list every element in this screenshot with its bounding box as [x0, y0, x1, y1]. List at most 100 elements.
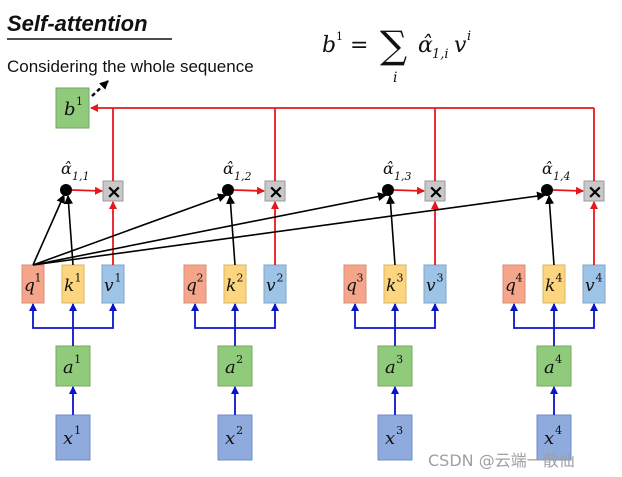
formula-lhs: b — [322, 33, 336, 58]
x-3-sup: 3 — [396, 424, 403, 437]
score-to-multiply-arrow-1 — [71, 186, 103, 195]
q-1-sup: 1 — [35, 272, 42, 285]
k-2-label: k — [226, 276, 236, 296]
a-1-label: a — [63, 357, 74, 378]
output-b1-box: b 1 — [55, 87, 90, 129]
k-3-label: k — [386, 276, 396, 296]
q-4-sup: 4 — [516, 272, 523, 285]
alpha-label-1: α̂ — [61, 159, 72, 178]
a-to-q-arrow-1 — [29, 303, 73, 329]
v-4-sup: 4 — [596, 272, 603, 285]
v-4-label: v — [585, 276, 595, 296]
x-2-label: x — [225, 428, 235, 449]
x-2-sup: 2 — [236, 424, 243, 437]
x-4-sup: 4 — [555, 424, 562, 437]
x-4-label: x — [544, 428, 554, 449]
v-2-sup: 2 — [277, 272, 284, 285]
k-to-score-arrow-4 — [545, 195, 555, 266]
a-to-v-arrow-1 — [73, 303, 117, 329]
x-box-2 — [217, 414, 253, 461]
output-label: b — [64, 99, 76, 120]
k-4-label: k — [545, 276, 555, 296]
x-1-sup: 1 — [74, 424, 81, 437]
q-2-label: q — [186, 276, 197, 296]
a-to-v-arrow-3 — [395, 303, 439, 329]
x-box-1 — [55, 414, 91, 461]
k-to-score-arrow-1 — [64, 195, 74, 266]
alpha-sub-4: 1,4 — [553, 170, 571, 183]
query-to-score-arrows — [32, 191, 546, 266]
v-1-sup: 1 — [115, 272, 122, 285]
context-dashed-arrow — [91, 80, 109, 97]
score-dot-2 — [222, 184, 234, 196]
a-3-label: a — [385, 357, 396, 378]
a-1-sup: 1 — [74, 353, 81, 366]
k-3-sup: 3 — [397, 272, 404, 285]
multiply-icon-4: × — [587, 181, 603, 203]
formula-v: v — [454, 33, 467, 58]
k-to-score-arrow-3 — [386, 195, 396, 266]
v-3-sup: 3 — [437, 272, 444, 285]
k-2-sup: 2 — [237, 272, 244, 285]
formula-equals: = — [350, 33, 368, 58]
alpha-label-4: α̂ — [542, 159, 553, 178]
v-2-label: v — [266, 276, 276, 296]
v-1-label: v — [104, 276, 114, 296]
a-to-q-arrow-4 — [510, 303, 554, 329]
formula-alpha-sub: 1,i — [432, 47, 449, 62]
score-dot-3 — [382, 184, 394, 196]
a-3-sup: 3 — [396, 353, 403, 366]
formula-alpha: α̂ — [418, 33, 433, 58]
formula-sum-icon: ∑ — [380, 23, 407, 67]
x-3-label: x — [385, 428, 395, 449]
subtitle: Considering the whole sequence — [7, 57, 254, 76]
k-4-sup: 4 — [556, 272, 563, 285]
alpha-label-3: α̂ — [383, 159, 394, 178]
alpha-sub-3: 1,3 — [394, 170, 412, 183]
multiply-icon-3: × — [428, 181, 444, 203]
a-4-label: a — [544, 357, 555, 378]
q1-to-score-arrow-2 — [32, 193, 227, 266]
watermark: CSDN @云端一散仙 — [428, 451, 575, 470]
a-to-q-arrow-2 — [191, 303, 235, 329]
a-box-2 — [217, 345, 253, 387]
x-1-label: x — [63, 428, 73, 449]
q-3-sup: 3 — [357, 272, 364, 285]
title: Self-attention — [7, 11, 148, 36]
alpha-label-2: α̂ — [223, 159, 234, 178]
k-to-score-arrow-2 — [226, 195, 236, 266]
alpha-sub-2: 1,2 — [234, 170, 252, 183]
a-2-label: a — [225, 357, 236, 378]
a-2-sup: 2 — [236, 353, 243, 366]
multiply-icon-2: × — [268, 181, 284, 203]
q-1-label: q — [24, 276, 35, 296]
k-1-sup: 1 — [75, 272, 82, 285]
score-dot-1 — [60, 184, 72, 196]
a-to-v-arrow-4 — [554, 303, 598, 329]
q1-to-score-arrow-4 — [32, 191, 546, 266]
a-to-v-arrow-2 — [235, 303, 279, 329]
formula: b 1 = ∑ i α̂ 1,i v i — [322, 23, 471, 86]
q1-to-score-arrow-3 — [32, 192, 387, 266]
formula-v-sup: i — [467, 29, 471, 44]
formula-lhs-sup: 1 — [336, 30, 343, 43]
q-3-label: q — [346, 276, 357, 296]
score-to-multiply-arrow-4 — [552, 186, 584, 195]
x-box-4 — [536, 414, 572, 461]
q-2-sup: 2 — [197, 272, 204, 285]
score-to-multiply-arrow-3 — [393, 186, 425, 195]
a-4-sup: 4 — [555, 353, 562, 366]
alpha-sub-1: 1,1 — [72, 170, 90, 183]
q-4-label: q — [505, 276, 516, 296]
k-1-label: k — [64, 276, 74, 296]
v-3-label: v — [426, 276, 436, 296]
q1-to-score-arrow-1 — [32, 194, 65, 266]
a-box-3 — [377, 345, 413, 387]
